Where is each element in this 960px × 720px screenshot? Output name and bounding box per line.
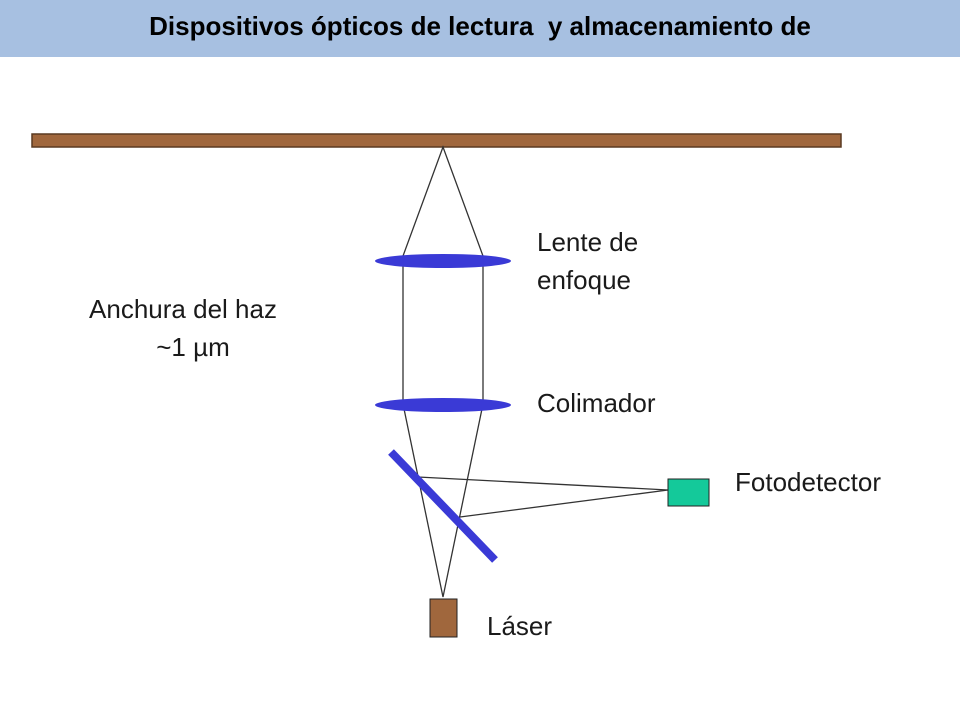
optical-pickup-diagram: Lente de enfoque Colimador Fotodetector … — [31, 133, 881, 641]
beam-splitter — [388, 449, 498, 563]
photodetector — [667, 478, 710, 507]
slide-title: Dispositivos ópticos de lectura y almace… — [149, 11, 811, 41]
focused-beam — [402, 145, 484, 257]
laser-source — [429, 598, 458, 638]
focusing-lens-label-line2: enfoque — [537, 265, 631, 295]
beam-width-label-line1: Anchura del haz — [89, 294, 277, 324]
laser-label: Láser — [487, 611, 552, 641]
collimator-lens — [375, 398, 511, 412]
focusing-lens — [375, 254, 511, 268]
reflected-beam — [417, 476, 669, 518]
disc-surface — [31, 133, 842, 148]
title-bar: Dispositivos ópticos de lectura y almace… — [0, 0, 960, 57]
laser-beam — [402, 403, 484, 598]
beam-width-label-line2: ~1 µm — [156, 332, 230, 362]
focusing-lens-label-line1: Lente de — [537, 227, 638, 257]
photodetector-label: Fotodetector — [735, 467, 881, 497]
collimator-label: Colimador — [537, 388, 656, 418]
